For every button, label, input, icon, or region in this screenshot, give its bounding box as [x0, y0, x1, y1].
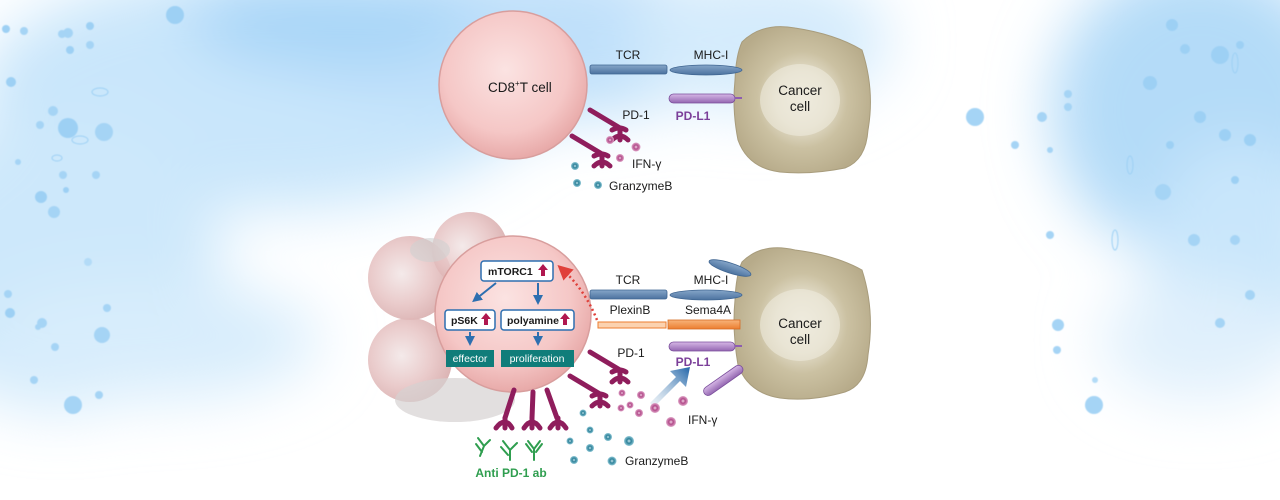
ifng-dot: [606, 136, 614, 144]
sema4a-label: Sema4A: [685, 303, 731, 317]
svg-text:pS6K: pS6K: [451, 315, 478, 327]
up-arrow-icon: [560, 313, 570, 325]
polyamine-box: polyamine: [500, 309, 575, 331]
ifng-dot: [635, 409, 643, 417]
mhc-bottom: [669, 289, 743, 301]
tcr-top: [589, 64, 668, 75]
tcr-bottom: [589, 289, 668, 300]
pdl1-top: [668, 93, 736, 104]
tcr-label-top: TCR: [616, 48, 641, 62]
effector-box: effector: [446, 350, 494, 367]
cancer-cell-label-bottom-1: Cancer: [778, 316, 822, 331]
pd1-receptor-bottom-2: [570, 376, 608, 406]
granzyme-dot: [571, 162, 579, 170]
ifng-dot: [626, 401, 634, 409]
granzyme-dot: [579, 409, 587, 417]
granzyme-label-bottom: GranzymeB: [625, 454, 688, 468]
granzyme-dot: [586, 444, 594, 452]
ifng-dot: [650, 403, 660, 413]
ifng-label-top: IFN-γ: [632, 157, 661, 171]
top-panel: Cancer cell CD8+T cell TCR MHC-I PD-L1 P…: [438, 10, 871, 193]
granzyme-dot: [604, 433, 612, 441]
anti-pd1-antibody-icons: [475, 437, 543, 461]
t-cell-top: [438, 10, 588, 160]
ifng-dot: [637, 391, 645, 399]
pd1-receptor-down: [493, 387, 569, 431]
droplets-left: [2, 6, 184, 414]
granzyme-label-top: GranzymeB: [609, 179, 672, 193]
pdl1-bottom-free: [703, 364, 744, 396]
mhc-top: [669, 64, 743, 76]
mhc-label-bottom: MHC-I: [694, 273, 729, 287]
ifng-dot: [678, 396, 688, 406]
sema4a: [667, 319, 741, 330]
sema4a-feedback-arrow: [557, 264, 599, 321]
ifng-label-bottom: IFN-γ: [688, 413, 717, 427]
granzyme-dot: [586, 426, 594, 434]
pd1-label-top: PD-1: [622, 108, 650, 122]
cancer-cell-label-bottom-2: cell: [790, 332, 810, 347]
pdl1-bottom: [668, 341, 736, 352]
cancer-cell-label-top-1: Cancer: [778, 83, 822, 98]
mtorc1-box: mTORC1: [480, 260, 554, 282]
ps6k-box: pS6K: [444, 309, 496, 331]
proliferation-box: proliferation: [501, 350, 574, 367]
svg-text:effector: effector: [453, 353, 488, 365]
mhc-bottom-free: [708, 259, 752, 277]
svg-text:mTORC1: mTORC1: [488, 266, 533, 278]
plexinb: [597, 321, 667, 329]
mhc-label-top: MHC-I: [694, 48, 729, 62]
anti-pd1-antibody-label: Anti PD-1 ab: [475, 466, 546, 480]
bottom-panel: Cancer cell mTORC1 pS6K polyamine effect: [368, 212, 871, 480]
cancer-cell-label-top-2: cell: [790, 99, 810, 114]
plexinb-label: PlexinB: [610, 303, 651, 317]
increase-arrow-icon: [650, 367, 690, 407]
granzyme-dot: [594, 181, 602, 189]
pd1-receptor-top-2: [572, 136, 610, 166]
pd1-label-bottom: PD-1: [617, 346, 645, 360]
granzyme-dot: [624, 436, 634, 446]
ifng-dot: [616, 154, 624, 162]
ifng-dot: [617, 404, 625, 412]
ifng-dot: [618, 389, 626, 397]
up-arrow-icon: [538, 264, 548, 276]
granzyme-dot: [573, 179, 581, 187]
tcr-label-bottom: TCR: [616, 273, 641, 287]
up-arrow-icon: [481, 313, 491, 325]
pdl1-label-bottom: PD-L1: [676, 355, 711, 369]
droplets-right: [966, 19, 1256, 414]
ifng-dot: [666, 417, 676, 427]
granzyme-dot: [566, 437, 574, 445]
ifng-dot: [631, 142, 641, 152]
granzyme-dot: [607, 456, 617, 466]
pathway-arrow: [472, 282, 497, 303]
t-cell-label-top: CD8+T cell: [488, 79, 552, 95]
granzyme-dot: [570, 456, 578, 464]
svg-text:polyamine: polyamine: [507, 315, 559, 327]
pdl1-label-top: PD-L1: [676, 109, 711, 123]
svg-text:proliferation: proliferation: [510, 353, 565, 365]
